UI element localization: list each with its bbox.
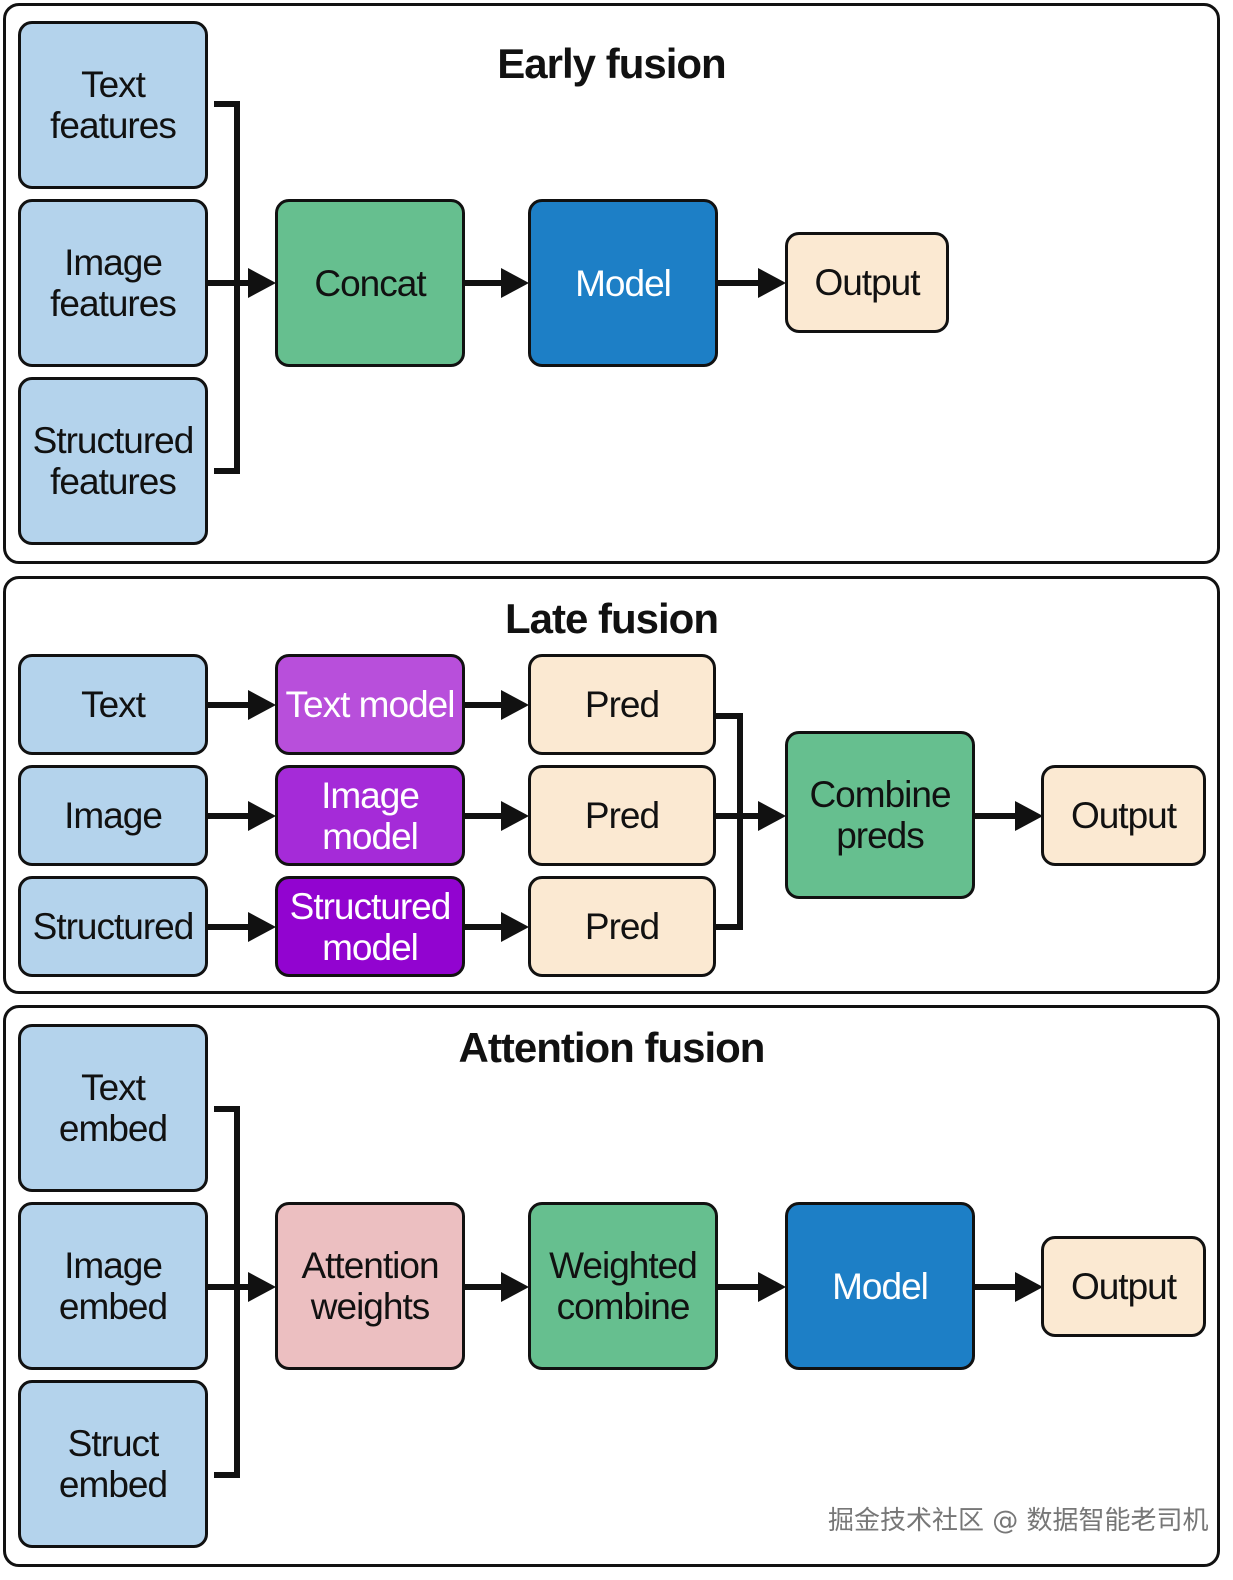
concat-box: Concat [275,199,465,367]
struct-embed-box: Struct embed [18,1380,208,1548]
late-output-box: Output [1041,765,1206,866]
image-features-box: Image features [18,199,208,367]
early-output-box: Output [785,232,949,333]
early-fusion-title: Early fusion [497,40,726,87]
attention-weights-box: Attention weights [275,1202,465,1370]
attention-output-box: Output [1041,1236,1206,1337]
structured-features-box: Structured features [18,377,208,545]
early-model-box: Model [528,199,718,367]
text-embed-box: Text embed [18,1024,208,1192]
image-embed-box: Image embed [18,1202,208,1370]
text-features-box: Text features [18,21,208,189]
pred-box-2: Pred [528,765,716,866]
late-image-box: Image [18,765,208,866]
pred-box-1: Pred [528,654,716,755]
late-fusion-title: Late fusion [504,595,719,642]
weighted-combine-box: Weighted combine [528,1202,718,1370]
attention-fusion-title: Attention fusion [458,1024,766,1071]
attention-model-box: Model [785,1202,975,1370]
pred-box-3: Pred [528,876,716,977]
late-text-box: Text [18,654,208,755]
watermark-text: 掘金技术社区 @ 数据智能老司机 [828,1506,1209,1536]
text-model-box: Text model [275,654,465,755]
structured-model-box: Structured model [275,876,465,977]
late-structured-box: Structured [18,876,208,977]
combine-preds-box: Combine preds [785,731,975,899]
image-model-box: Image model [275,765,465,866]
